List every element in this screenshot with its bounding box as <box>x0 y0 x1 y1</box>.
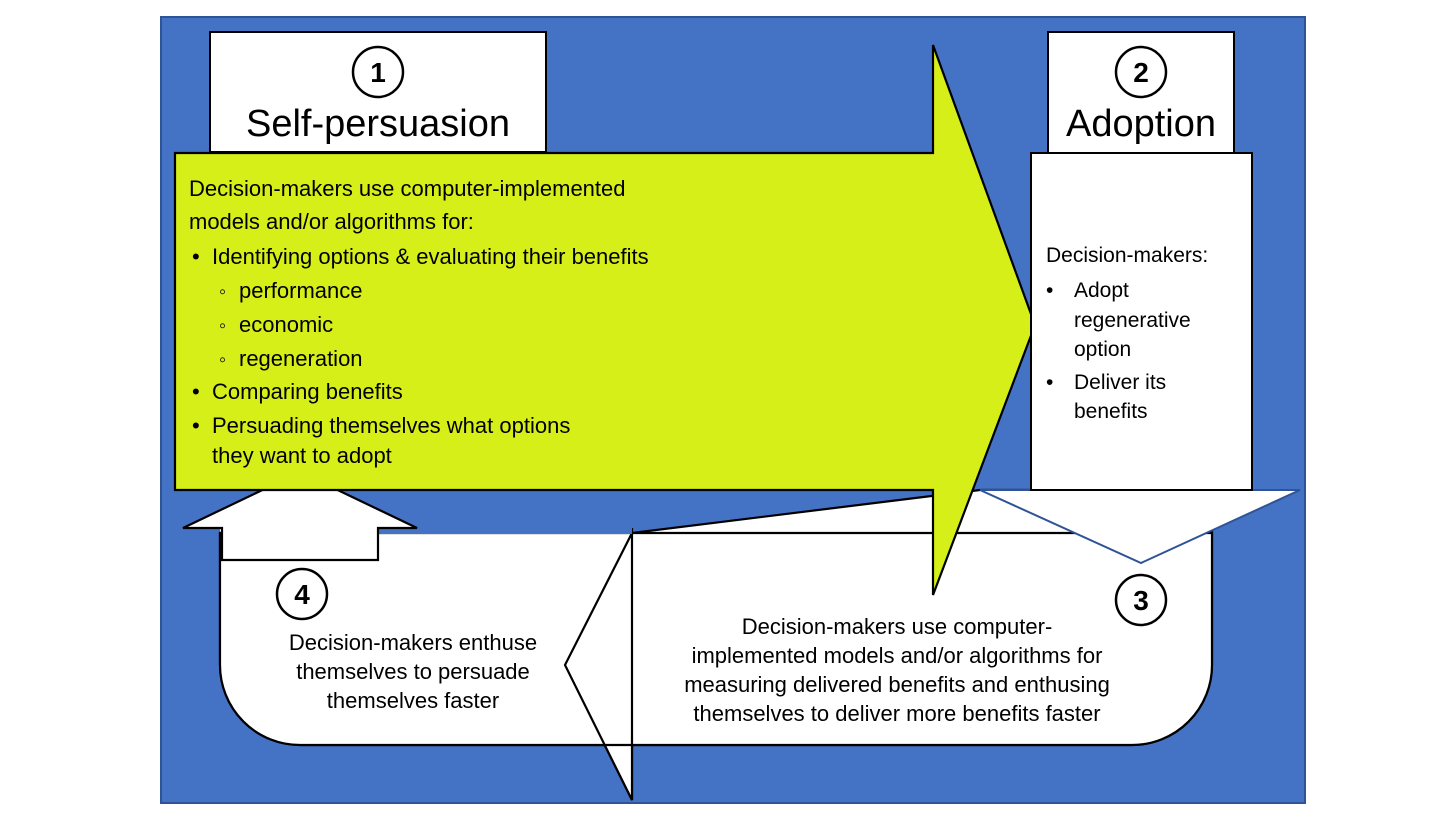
step1-intro-line-0: Decision-makers use computer-implemented <box>189 176 626 201</box>
step3-line-1: implemented models and/or algorithms for <box>692 643 1103 668</box>
step1-bullet-1: performance <box>239 278 363 303</box>
step1-bullet-marker-3: ◦ <box>219 349 226 371</box>
step2-bullet-0: Adopt <box>1074 279 1129 302</box>
step4-line-0: Decision-makers enthuse <box>289 630 537 655</box>
step1-bullet-marker-2: ◦ <box>219 315 226 337</box>
enthuse-feedback-up-arrow <box>182 470 418 562</box>
step4-number: 4 <box>294 579 310 610</box>
step1-bullet-4: Comparing benefits <box>212 379 403 404</box>
step4-line-2: themselves faster <box>327 688 499 713</box>
step1-title: Self-persuasion <box>246 103 510 145</box>
step1-bullet-0: Identifying options & evaluating their b… <box>212 244 649 269</box>
step1-bullet-marker-4: • <box>192 379 200 404</box>
step1-bullet-marker-1: ◦ <box>219 281 226 303</box>
step2-title: Adoption <box>1066 103 1216 145</box>
blue-patch-left-top <box>378 490 632 534</box>
step3-number-circle <box>1114 573 1168 627</box>
step2-panel <box>1030 152 1253 491</box>
step2-bullet-3: Deliver its <box>1074 371 1166 394</box>
step1-bullet-3: regeneration <box>239 346 363 371</box>
step4-line-1: themselves to persuade <box>296 659 530 684</box>
step3-line-0: Decision-makers use computer- <box>742 614 1053 639</box>
step3-line-3: themselves to deliver more benefits fast… <box>693 701 1100 726</box>
step2-bullet-1: regenerative <box>1074 309 1191 332</box>
feedback-loop-band <box>218 531 1214 801</box>
step1-number: 1 <box>370 57 386 88</box>
step2-bullet-2: option <box>1074 338 1131 361</box>
step1-number-circle <box>351 45 405 99</box>
self-persuasion-to-adoption-arrow <box>173 44 1037 596</box>
step1-intro-line-1: models and/or algorithms for: <box>189 209 474 234</box>
step2-bullet-marker-0: • <box>1046 279 1053 302</box>
step4-number-circle <box>275 567 329 621</box>
step2-intro-line-0: Decision-makers: <box>1046 244 1208 267</box>
step1-bullet-marker-0: • <box>192 244 200 269</box>
step3-line-2: measuring delivered benefits and enthusi… <box>684 672 1110 697</box>
step1-bullet-2: economic <box>239 312 333 337</box>
step2-bullet-marker-3: • <box>1046 371 1053 394</box>
step2-bullet-4: benefits <box>1074 400 1148 423</box>
step2-number: 2 <box>1133 57 1149 88</box>
step1-bullet-6: they want to adopt <box>212 443 392 468</box>
step1-bullet-marker-5: • <box>192 413 200 438</box>
step3-number: 3 <box>1133 585 1149 616</box>
step2-number-circle <box>1114 45 1168 99</box>
step1-bullet-5: Persuading themselves what options <box>212 413 570 438</box>
